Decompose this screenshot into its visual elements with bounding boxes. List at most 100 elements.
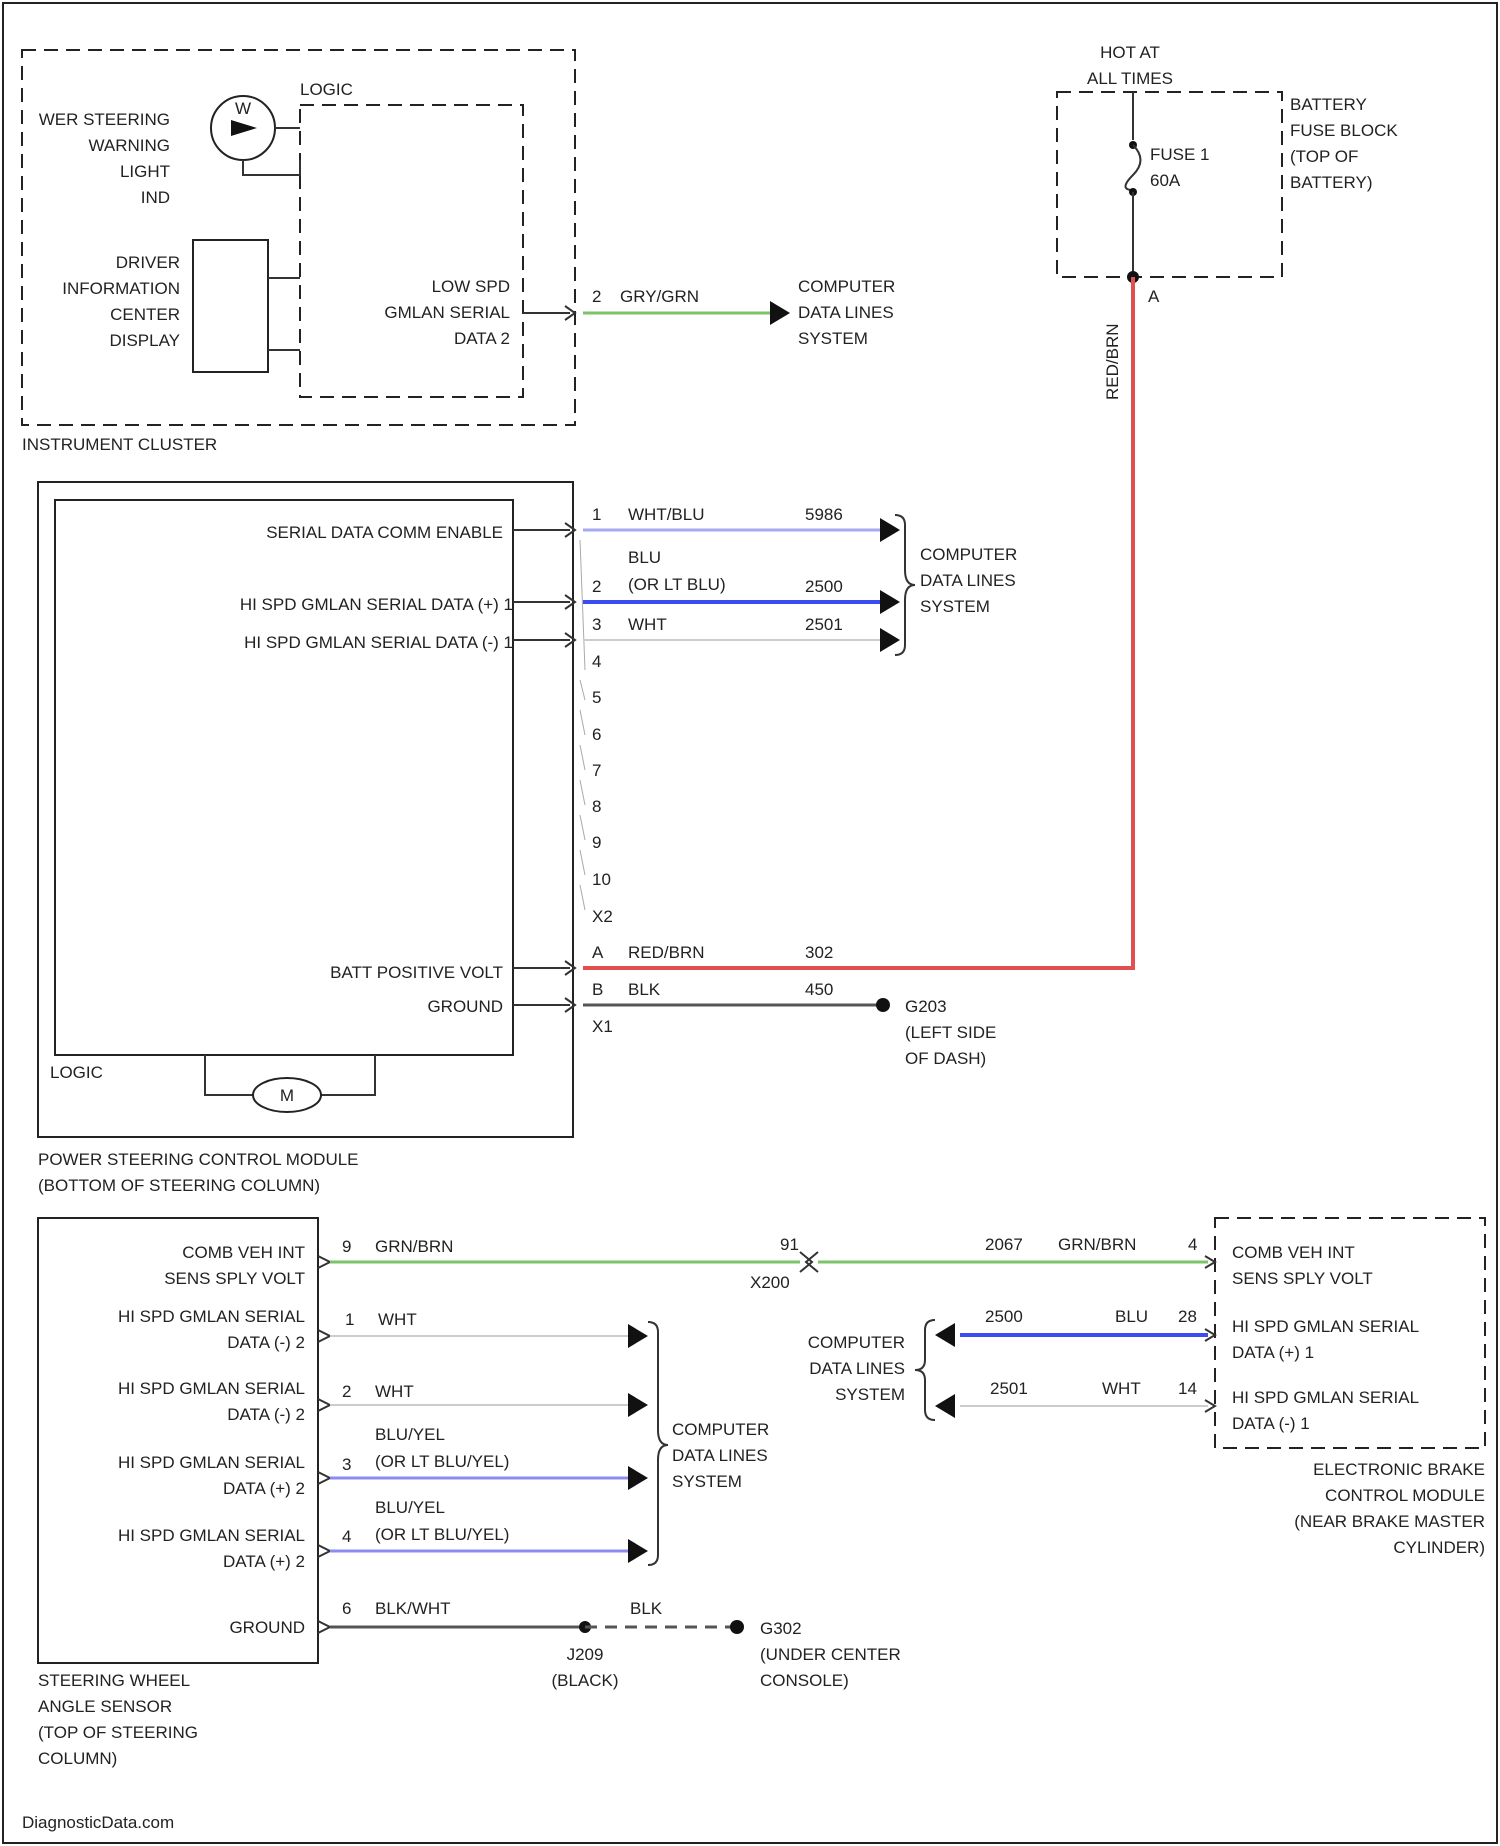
g203-ground-icon <box>876 998 890 1012</box>
swas-wire-color-6: BLK/WHT <box>375 1599 451 1618</box>
dic-wires <box>268 278 300 350</box>
instrument-cluster-outline <box>22 50 575 425</box>
pscm-wireA-circuit: 302 <box>805 943 833 962</box>
swas-signal-3a: HI SPD GMLAN SERIAL <box>118 1379 305 1398</box>
swas-wire-color-4b: (OR LT BLU/YEL) <box>375 1452 509 1471</box>
pscm-outline <box>38 482 573 1137</box>
swas-wire-color-2: WHT <box>378 1310 417 1329</box>
g302-ground-icon <box>730 1620 744 1634</box>
swas-pin-4: 4 <box>342 1527 351 1546</box>
swas-signal-5b: DATA (+) 2 <box>223 1552 305 1571</box>
pscm-pin-a: A <box>592 943 604 962</box>
dic-label-1: DRIVER <box>116 253 180 272</box>
fuse-label-1: FUSE 1 <box>1150 145 1210 164</box>
swas-pin-2: 2 <box>342 1382 351 1401</box>
ebcm-wire-color-minus: WHT <box>1102 1379 1141 1398</box>
pscm-pin-3: 3 <box>592 615 601 634</box>
pscm-signal-comm-enable: SERIAL DATA COMM ENABLE <box>266 523 503 542</box>
pscm-signal-hs-plus: HI SPD GMLAN SERIAL DATA (+) 1 <box>240 595 513 614</box>
fuse-block-label-3: (TOP OF <box>1290 147 1358 166</box>
swas-dest-1: COMPUTER <box>672 1420 769 1439</box>
pscm-arrow-3-icon <box>880 628 900 652</box>
swas-dest-2: DATA LINES <box>672 1446 768 1465</box>
swas-signal-3b: DATA (-) 2 <box>227 1405 305 1424</box>
watermark: DiagnosticData.com <box>22 1813 174 1832</box>
ebcm-data-bracket <box>915 1320 935 1420</box>
warning-light-wires <box>243 128 300 175</box>
ebcm-wire-color-plus: BLU <box>1115 1307 1148 1326</box>
pscm-arrow-1-icon <box>880 518 900 542</box>
cluster-pin: 2 <box>592 287 601 306</box>
pscm-dest-1: COMPUTER <box>920 545 1017 564</box>
x200-label: X200 <box>750 1273 790 1292</box>
pscm-arrow-2-icon <box>880 590 900 614</box>
fuse-element-icon <box>1126 145 1141 190</box>
fuse-wire-color: RED/BRN <box>1103 323 1122 400</box>
swas-wire-color-3: WHT <box>375 1382 414 1401</box>
lamp-diode-icon <box>231 120 257 136</box>
swas-wire-color-4a: BLU/YEL <box>375 1425 445 1444</box>
pscm-wire2-color-2: (OR LT BLU) <box>628 575 726 594</box>
pscm-dest-3: SYSTEM <box>920 597 990 616</box>
pscm-signal-hs-minus: HI SPD GMLAN SERIAL DATA (-) 1 <box>244 633 513 652</box>
battery-fuse-block: HOT AT ALL TIMES FUSE 1 60A BATTERY FUSE… <box>1057 43 1398 400</box>
power-steering-control-module: LOGIC M POWER STEERING CONTROL MODULE (B… <box>38 482 1017 1195</box>
cluster-dest-2: DATA LINES <box>798 303 894 322</box>
low-spd-label-2: GMLAN SERIAL <box>384 303 510 322</box>
pscm-pin-4: 4 <box>592 652 601 671</box>
warning-light-label-1: WER STEERING <box>39 110 170 129</box>
pscm-connector <box>565 523 585 1012</box>
ebcm-title-2: CONTROL MODULE <box>1325 1486 1485 1505</box>
swas-title-2: ANGLE SENSOR <box>38 1697 172 1716</box>
hot-at-label-2: ALL TIMES <box>1087 69 1173 88</box>
pscm-title-1: POWER STEERING CONTROL MODULE <box>38 1150 359 1169</box>
j209-label-2: (BLACK) <box>551 1671 618 1690</box>
low-spd-label-1: LOW SPD <box>432 277 510 296</box>
ebcm-circuit-supply: 2067 <box>985 1235 1023 1254</box>
pscm-wireA-color: RED/BRN <box>628 943 705 962</box>
swas-connector-icon <box>318 1256 330 1633</box>
swas-arrow-3-icon <box>628 1466 648 1490</box>
dic-label-2: INFORMATION <box>62 279 180 298</box>
pscm-wireB-color: BLK <box>628 980 661 999</box>
warning-light-label-4: IND <box>141 188 170 207</box>
ebcm-dest-1: COMPUTER <box>808 1333 905 1352</box>
dic-label-4: DISPLAY <box>109 331 180 350</box>
ebcm-signal-1a: COMB VEH INT <box>1232 1243 1355 1262</box>
ebcm-arrow-2-icon <box>935 1394 955 1418</box>
steering-wheel-angle-sensor: COMB VEH INT SENS SPLY VOLT HI SPD GMLAN… <box>38 1218 901 1768</box>
ebcm-signal-1b: SENS SPLY VOLT <box>1232 1269 1373 1288</box>
pscm-pin-1: 1 <box>592 505 601 524</box>
g203-label-3: OF DASH) <box>905 1049 986 1068</box>
ebcm-signal-2a: HI SPD GMLAN SERIAL <box>1232 1317 1419 1336</box>
pscm-signal-ground: GROUND <box>427 997 503 1016</box>
pscm-pin-7: 7 <box>592 761 601 780</box>
swas-dest-3: SYSTEM <box>672 1472 742 1491</box>
ebcm-signal-3b: DATA (-) 1 <box>1232 1414 1310 1433</box>
swas-signal-1a: COMB VEH INT <box>182 1243 305 1262</box>
cluster-dest-3: SYSTEM <box>798 329 868 348</box>
swas-signal-6: GROUND <box>229 1618 305 1637</box>
swas-signal-1b: SENS SPLY VOLT <box>164 1269 305 1288</box>
fuse-label-2: 60A <box>1150 171 1181 190</box>
swas-title-4: COLUMN) <box>38 1749 117 1768</box>
swas-pin-6: 6 <box>342 1599 351 1618</box>
low-spd-label-3: DATA 2 <box>454 329 510 348</box>
swas-wire-color-5b: (OR LT BLU/YEL) <box>375 1525 509 1544</box>
pscm-pin-b: B <box>592 980 603 999</box>
swas-pin-3: 3 <box>342 1455 351 1474</box>
pscm-pin-10: 10 <box>592 870 611 889</box>
pscm-title-2: (BOTTOM OF STEERING COLUMN) <box>38 1176 320 1195</box>
swas-pin-1: 1 <box>345 1310 354 1329</box>
swas-data-bracket <box>648 1322 668 1565</box>
swas-wire-color-1: GRN/BRN <box>375 1237 453 1256</box>
g302-label-1: G302 <box>760 1619 802 1638</box>
g203-label-1: G203 <box>905 997 947 1016</box>
warning-light-label-2: WARNING <box>88 136 170 155</box>
fuse-block-label-2: FUSE BLOCK <box>1290 121 1398 140</box>
ebcm-circuit-minus: 2501 <box>990 1379 1028 1398</box>
swas-signal-2a: HI SPD GMLAN SERIAL <box>118 1307 305 1326</box>
x200-pin: 91 <box>780 1235 799 1254</box>
swas-signal-4a: HI SPD GMLAN SERIAL <box>118 1453 305 1472</box>
